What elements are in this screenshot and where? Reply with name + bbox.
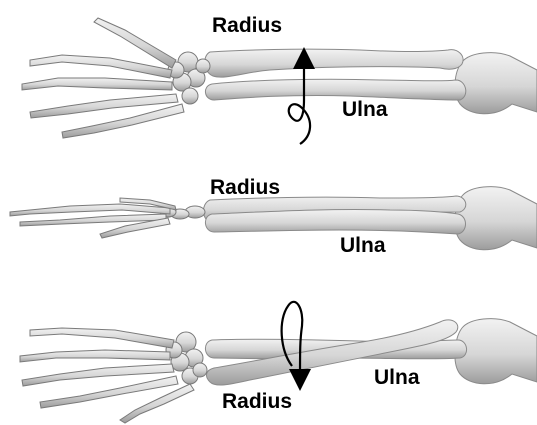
radius-label: Radius — [222, 390, 292, 413]
humerus-bone — [455, 319, 537, 384]
humerus-bone — [455, 53, 537, 114]
panel-mid-position: Radius Ulna — [10, 176, 537, 257]
radius-label: Radius — [210, 176, 280, 199]
ulna-label: Ulna — [340, 234, 386, 257]
ulna-label: Ulna — [374, 366, 420, 389]
radius-bone — [205, 49, 463, 77]
ulna-label: Ulna — [342, 98, 388, 121]
ulna-bone — [205, 209, 465, 234]
radius-label: Radius — [212, 14, 282, 37]
ulna-bone — [205, 79, 465, 100]
humerus-bone — [455, 187, 537, 250]
finger-bones — [22, 18, 184, 138]
panel-supination: Radius Ulna — [22, 14, 537, 144]
panel-pronation: Radius Ulna — [20, 302, 537, 423]
finger-bones — [20, 328, 194, 423]
rotation-arrow — [289, 58, 310, 144]
finger-bones — [10, 198, 176, 238]
